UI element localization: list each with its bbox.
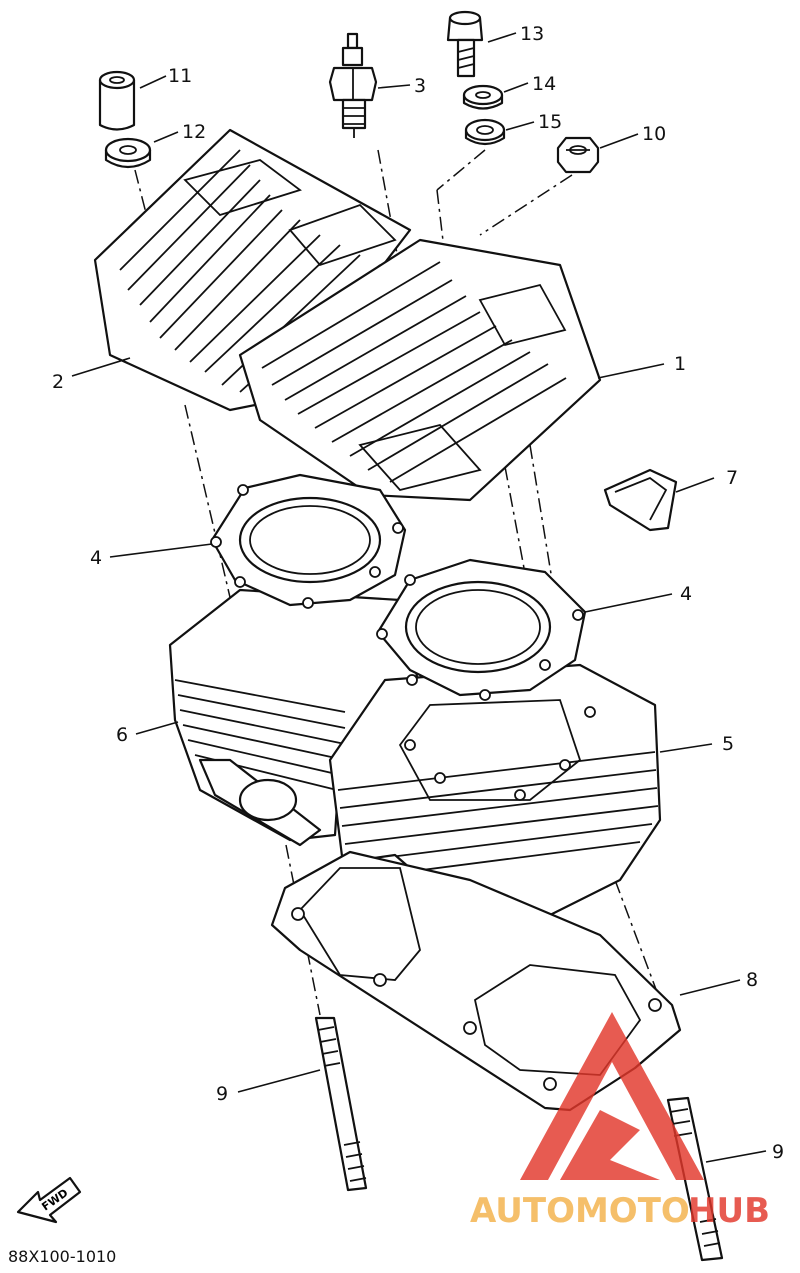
callout-8: 8: [746, 969, 758, 991]
part-7-damper: [603, 468, 678, 532]
callout-9-left: 9: [216, 1083, 228, 1105]
callout-1: 1: [674, 353, 686, 375]
callout-5: 5: [722, 733, 734, 755]
part-14-washer: [462, 84, 504, 110]
forward-direction-arrow: FWD: [16, 1176, 82, 1224]
callout-11: 11: [168, 65, 192, 87]
callout-12: 12: [182, 121, 206, 143]
callout-15: 15: [538, 111, 562, 133]
callout-14: 14: [532, 73, 556, 95]
part-6-cylinder-rear: [168, 588, 422, 847]
callout-4-rear: 4: [90, 547, 102, 569]
part-1-cylinder-head-front: [238, 238, 602, 502]
drawing-code: 88X100-1010: [8, 1247, 116, 1266]
callout-2: 2: [52, 371, 64, 393]
part-3-spark-plug: [328, 32, 378, 138]
part-4-gasket-front: [376, 558, 587, 701]
callout-9-right: 9: [772, 1141, 784, 1163]
callout-4-front: 4: [680, 583, 692, 605]
watermark-prefix: AUTOMOTO: [470, 1191, 690, 1231]
part-11-collar: [98, 70, 136, 131]
watermark-logo: AUTOMOTO HUB: [470, 1012, 770, 1231]
callout-numbers: 11 12 3 13 14 15 10 2 1 7 4 4 6 5 8 9 9: [52, 23, 784, 1163]
callout-7: 7: [726, 467, 738, 489]
callout-leaders: [71, 32, 767, 1163]
callout-10: 10: [642, 123, 666, 145]
part-13-bolt: [446, 10, 484, 78]
callout-13: 13: [520, 23, 544, 45]
part-4-gasket-rear: [210, 473, 407, 609]
part-10-nut: [556, 136, 600, 174]
callout-3: 3: [414, 75, 426, 97]
part-15-washer: [464, 118, 506, 146]
watermark-triangle-icon: [520, 1012, 704, 1180]
callout-6: 6: [116, 724, 128, 746]
watermark-suffix: HUB: [688, 1191, 770, 1231]
part-9-stud-left: [314, 1016, 368, 1192]
part-12-washer: [104, 137, 152, 169]
